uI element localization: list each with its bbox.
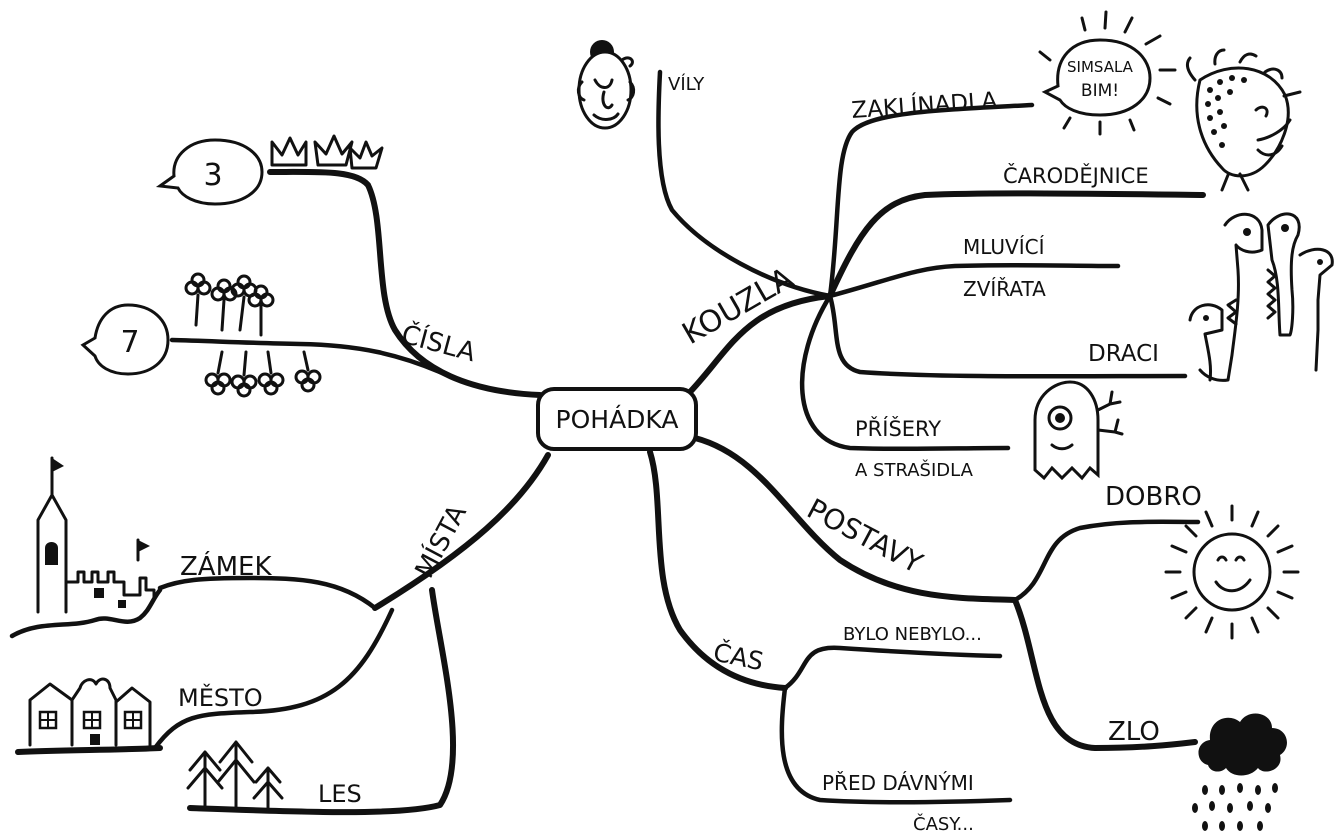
branch-cas-line — [647, 449, 788, 691]
witch-head-icon — [1186, 48, 1302, 192]
label-carodejnice: ČARODĚJNICE — [1003, 163, 1149, 188]
crown-icons — [270, 134, 384, 170]
center-title: POHÁDKA — [556, 405, 679, 434]
branch-cisla-seven-line — [169, 337, 443, 375]
label-casy: ČASY... — [913, 813, 974, 835]
bubble-seven-number: 7 — [120, 325, 139, 360]
crown-icon — [270, 136, 308, 167]
clover-icon — [210, 278, 238, 332]
center-box — [536, 387, 698, 451]
branch-draci-line — [827, 293, 1188, 379]
monster-icon — [1033, 380, 1124, 481]
label-bylo-nebylo: BYLO NEBYLO... — [843, 624, 982, 645]
town-icon — [28, 677, 152, 747]
branch-zamek-line — [157, 575, 378, 611]
spell-line2: BIM! — [1081, 81, 1119, 101]
tree-icon — [252, 766, 284, 812]
clover-icon — [247, 284, 275, 337]
clover-icons — [184, 272, 322, 398]
branch-zaklinadla-line — [827, 102, 1035, 299]
branch-postavy-line — [692, 435, 1018, 603]
branch-mista-line — [372, 452, 551, 611]
spell-speech-bubble: SIMSALA BIM! — [1038, 10, 1177, 136]
center-node: POHÁDKA — [536, 387, 698, 451]
speech-bubble-three: 3 — [155, 138, 264, 206]
label-zlo: ZLO — [1108, 717, 1160, 747]
branch-cisla-line — [267, 168, 543, 398]
label-dobro: DOBRO — [1105, 482, 1202, 512]
label-mluvici: MLUVÍCÍ — [963, 235, 1045, 259]
dragon-icon — [1188, 303, 1224, 382]
bubble-three-number: 3 — [203, 158, 222, 193]
clover-icon — [230, 350, 258, 398]
dragon-icons — [1188, 212, 1334, 382]
branch-pred-line — [779, 685, 1013, 805]
sun-icon — [1164, 504, 1300, 640]
clover-icon — [230, 274, 258, 332]
rain-cloud-icon — [1192, 713, 1287, 831]
branch-vily-line — [656, 69, 833, 299]
branch-zlo-line — [1012, 597, 1198, 751]
branch-les-line — [187, 587, 457, 816]
tree-icon — [186, 750, 224, 812]
label-zamek: ZÁMEK — [180, 550, 272, 582]
label-priser: PŘÍŠERY — [855, 416, 941, 441]
label-mista: MÍSTA — [408, 499, 473, 583]
dragon-icon — [1298, 247, 1334, 372]
label-strasidla: A STRAŠIDLA — [855, 459, 974, 481]
dragon-icon — [1198, 212, 1264, 382]
label-postavy: POSTAVY — [802, 492, 929, 580]
crown-icon — [313, 134, 354, 167]
crown-icon — [348, 140, 384, 170]
clover-icon — [257, 350, 285, 396]
branch-bylo-line — [782, 645, 1003, 691]
label-les: LES — [318, 780, 362, 808]
branch-dobro-line — [1012, 519, 1201, 603]
label-vily: VÍLY — [668, 73, 705, 95]
spell-line1: SIMSALA — [1067, 58, 1134, 76]
label-mesto: MĚSTO — [178, 683, 263, 712]
branch-mesto-line — [152, 607, 395, 751]
clover-icon — [204, 350, 232, 396]
branch-zvirata-line — [827, 262, 1121, 299]
speech-bubble-seven: 7 — [80, 303, 170, 376]
dragon-icon — [1266, 212, 1301, 337]
label-zvirata: ZVÍŘATA — [963, 277, 1046, 301]
clover-icon — [294, 350, 322, 393]
fairy-face-icon — [576, 40, 636, 130]
label-pred-davnymi: PŘED DÁVNÝMI — [822, 771, 974, 795]
branch-lines — [15, 69, 1206, 816]
clover-icon — [184, 272, 212, 327]
ground-mesto-line — [15, 745, 163, 755]
tree-icon — [216, 740, 256, 812]
forest-icon — [186, 740, 284, 812]
castle-icon — [9, 456, 163, 639]
label-draci: DRACI — [1088, 341, 1159, 367]
branch-priser-line — [799, 293, 1011, 452]
label-zaklinadla: ZAKLÍNADLA — [850, 86, 998, 124]
branch-kouzla-line — [687, 293, 833, 395]
branch-carodejnice-line — [827, 190, 1206, 299]
